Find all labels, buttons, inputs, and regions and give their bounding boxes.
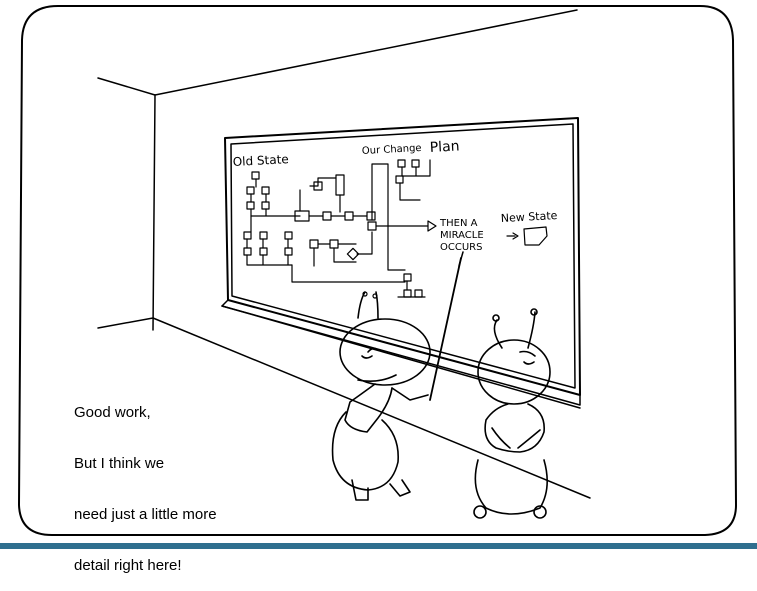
bottom-border-bar bbox=[0, 543, 757, 549]
miracle-text-line2: MIRACLE bbox=[440, 230, 484, 241]
pointer-stick bbox=[429, 257, 462, 401]
floor-left-line bbox=[97, 317, 154, 329]
caption-line: But I think we bbox=[74, 455, 165, 472]
cartoon-panel: Old State Our Change Plan THEN A MIRACLE… bbox=[18, 5, 737, 574]
plan-label-small: Our Change bbox=[362, 143, 422, 157]
new-state-label: New State bbox=[500, 209, 557, 225]
ceiling-left-line bbox=[97, 77, 156, 96]
speech-caption: Good work, But I think we need just a li… bbox=[74, 370, 217, 591]
wall-corner-line bbox=[152, 94, 156, 331]
blackboard bbox=[221, 117, 581, 409]
floor-line bbox=[152, 317, 591, 499]
old-state-label: Old State bbox=[232, 152, 289, 169]
flowchart-old-state bbox=[243, 159, 548, 299]
caption-line: Good work, bbox=[74, 404, 151, 421]
miracle-text-line1: THEN A bbox=[439, 218, 478, 229]
caption-line: detail right here! bbox=[74, 557, 182, 574]
caption-line: need just a little more bbox=[74, 506, 217, 523]
plan-label-big: Plan bbox=[429, 138, 460, 156]
ceiling-line bbox=[154, 9, 578, 96]
miracle-text-line3: OCCURS bbox=[440, 242, 482, 253]
panel-frame bbox=[18, 5, 737, 536]
cartoon-drawing: Old State Our Change Plan THEN A MIRACLE… bbox=[18, 5, 737, 536]
ant-left bbox=[331, 291, 431, 501]
ant-right bbox=[473, 308, 551, 519]
